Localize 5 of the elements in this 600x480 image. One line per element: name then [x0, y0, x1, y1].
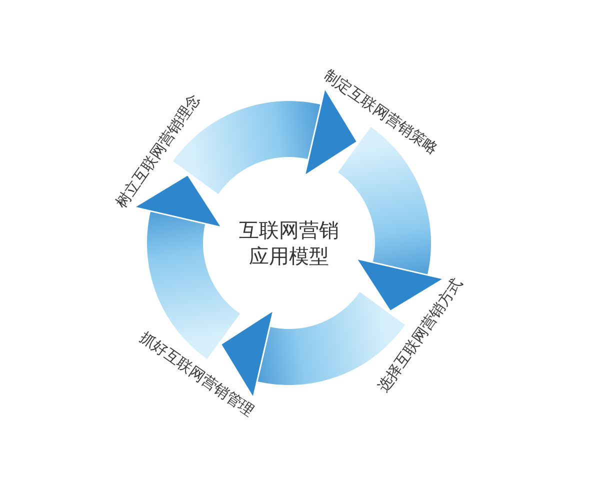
stage-label: 制定互联网营销策略: [320, 66, 442, 158]
stage-label: 抓好互联网营销管理: [136, 328, 258, 420]
stage-label: 选择互联网营销方式: [374, 274, 466, 396]
center-title: 互联网营销应用模型: [238, 217, 340, 269]
stage-label: 树立互联网营销理念: [112, 90, 204, 212]
